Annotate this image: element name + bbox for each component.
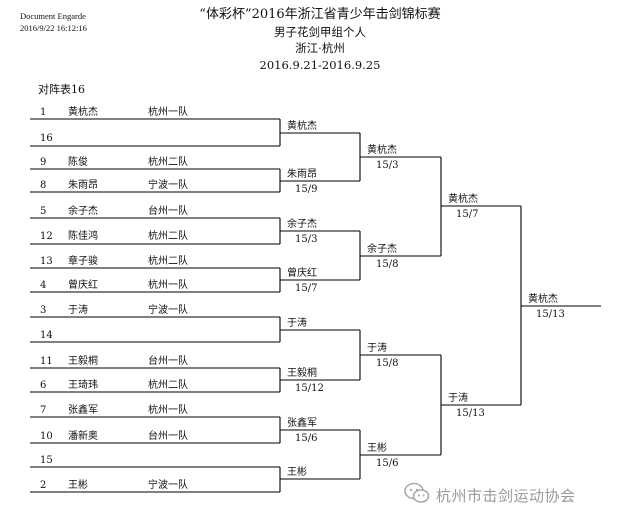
seed-number: 10 [40,431,53,442]
sf-score: 15/13 [456,408,485,419]
final-score: 15/13 [536,309,565,320]
seed-number: 16 [40,133,53,144]
event-dates: 2016.9.21-2016.9.25 [259,58,381,72]
seed-number: 11 [40,356,53,367]
club-name: 杭州二队 [148,256,188,267]
seed-number: 9 [40,157,47,168]
fencer-name: 黄杭杰 [68,107,98,118]
club-name: 杭州二队 [148,380,188,391]
seed-number: 2 [40,480,47,491]
fencer-name: 张鑫军 [68,405,98,416]
club-name: 台州一队 [148,206,188,217]
seed-number: 8 [40,180,47,191]
seed-number: 15 [40,455,53,466]
fencer-name: 陈俊 [68,157,88,168]
watermark-text: 杭州市击剑运动协会 [436,486,576,505]
fencer-name: 章子骏 [68,256,98,267]
club-name: 杭州二队 [148,231,188,242]
r8-winner: 王毅桐 [287,368,317,379]
fencer-name: 陈佳鸿 [68,231,98,242]
final-winner: 黄杭杰 [528,294,558,305]
seed-number: 7 [40,405,47,416]
qf-score: 15/8 [376,259,399,270]
page-title: “体彩杯”2016年浙江省青少年击剑锦标赛 [199,7,441,22]
sf-score: 15/7 [456,209,479,220]
fencer-name: 王彬 [68,480,88,491]
club-name: 宁波一队 [148,305,188,316]
qf-winner: 黄杭杰 [367,145,397,156]
r8-winner: 余子杰 [287,219,317,230]
document-datetime: 2016/9/22 16:12:16 [20,23,87,33]
fencer-name: 曾庆红 [68,280,98,291]
club-name: 杭州一队 [148,405,188,416]
club-name: 台州一队 [148,431,188,442]
r8-winner: 曾庆红 [287,268,317,279]
club-name: 宁波一队 [148,480,188,491]
r8-score: 15/12 [295,383,324,394]
document-producer: Document Engarde [20,11,86,21]
r8-score: 15/3 [295,234,318,245]
club-name: 杭州一队 [148,107,188,118]
fencer-name: 朱雨昂 [68,180,98,191]
seed-number: 14 [40,330,53,341]
sf-winner: 黄杭杰 [448,194,478,205]
club-name: 杭州一队 [148,280,188,291]
club-name: 台州一队 [148,356,188,367]
seed-number: 6 [40,380,47,391]
r8-winner: 张鑫军 [287,418,317,429]
qf-winner: 于涛 [367,343,387,354]
fencer-name: 王琦玮 [68,380,98,391]
event-name: 男子花剑甲组个人 [274,25,366,39]
seed-number: 13 [40,256,53,267]
bracket-table-label: 对阵表16 [38,83,85,96]
seed-number: 4 [40,280,47,291]
r8-score: 15/6 [295,433,318,444]
r8-winner: 黄杭杰 [287,121,317,132]
seed-number: 5 [40,206,47,217]
seed-number: 12 [40,231,53,242]
r8-winner: 于涛 [287,318,307,329]
club-name: 杭州二队 [148,157,188,168]
fencer-name: 潘新奥 [68,431,98,442]
r8-winner: 王彬 [287,467,307,478]
qf-winner: 王彬 [367,443,387,454]
qf-score: 15/3 [376,160,399,171]
event-location: 浙江·杭州 [295,41,345,55]
r8-score: 15/9 [295,184,318,195]
fencer-name: 余子杰 [68,206,98,217]
sf-winner: 于涛 [448,393,468,404]
r8-winner: 朱雨昂 [287,169,317,180]
seed-number: 3 [40,305,47,316]
r8-score: 15/7 [295,283,318,294]
wechat-icon [404,482,430,508]
club-name: 宁波一队 [148,180,188,191]
qf-score: 15/6 [376,458,399,469]
qf-winner: 余子杰 [367,244,397,255]
fencer-name: 于涛 [68,305,88,316]
qf-score: 15/8 [376,358,399,369]
seed-number: 1 [40,107,47,118]
fencer-name: 王毅桐 [68,356,98,367]
watermark: 杭州市击剑运动协会 [404,482,576,508]
